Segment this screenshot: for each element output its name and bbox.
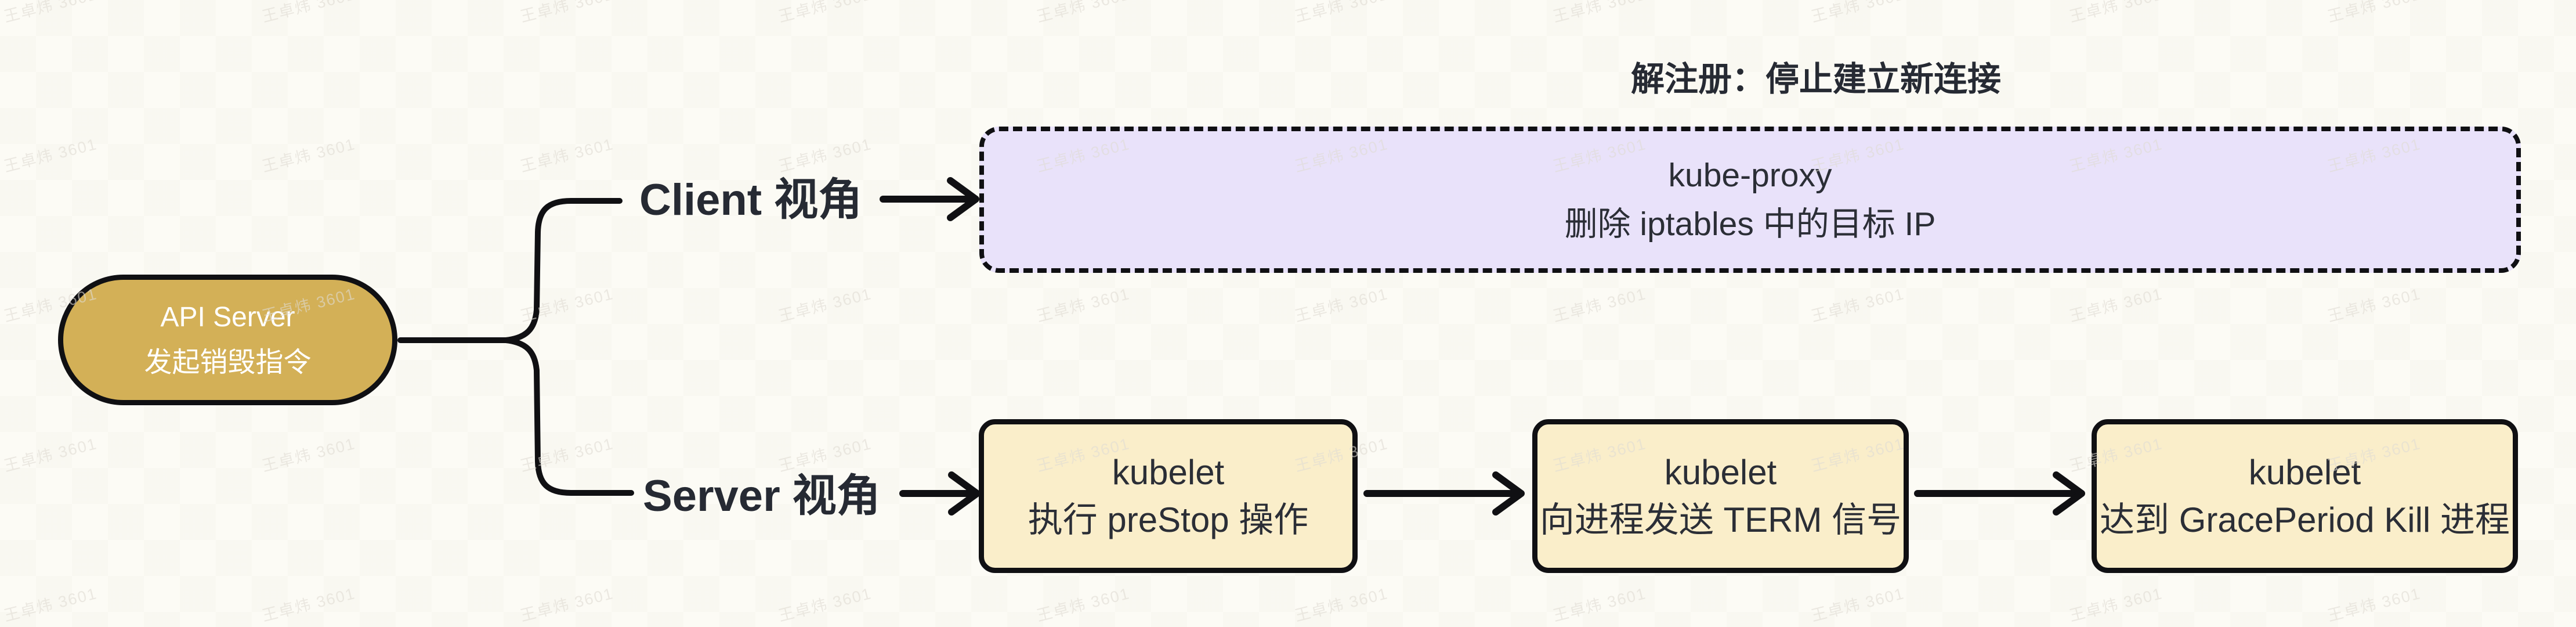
- node-kubelet-prestop: kubelet 执行 preStop 操作: [979, 419, 1358, 573]
- node-kubelet-prestop-line2: 执行 preStop 操作: [1027, 500, 1309, 539]
- arrowhead-step2-to-step3: [2053, 471, 2085, 516]
- connector-client-branch: [503, 198, 623, 343]
- node-kube-proxy: kube-proxy 删除 iptables 中的目标 IP: [979, 127, 2521, 273]
- node-kube-proxy-line2: 删除 iptables 中的目标 IP: [1564, 206, 1936, 243]
- node-kubelet-term-signal: kubelet 向进程发送 TERM 信号: [1532, 419, 1909, 573]
- node-api-server-line2: 发起销毁指令: [144, 347, 312, 378]
- arrowhead-step1-to-step2: [1492, 471, 1525, 516]
- node-kube-proxy-line1: kube-proxy: [1668, 157, 1832, 194]
- branch-label-server: Server 视角: [643, 471, 881, 521]
- arrowhead-client-to-kubeproxy: [947, 177, 979, 221]
- node-kubelet-graceperiod-kill: kubelet 达到 GracePeriod Kill 进程: [2092, 419, 2518, 573]
- connector-server-branch: [503, 337, 634, 496]
- branch-label-client: Client 视角: [639, 175, 863, 225]
- node-kubelet-term-signal-line1: kubelet: [1664, 452, 1777, 492]
- client-annotation: 解注册：停止建立新连接: [1630, 60, 2001, 98]
- node-kubelet-term-signal-line2: 向进程发送 TERM 信号: [1539, 500, 1902, 539]
- node-kubelet-prestop-line1: kubelet: [1112, 452, 1225, 492]
- node-kubelet-graceperiod-kill-line1: kubelet: [2248, 452, 2361, 492]
- node-api-server: API Server 发起销毁指令: [58, 275, 397, 405]
- arrowhead-server-to-step1: [948, 471, 981, 516]
- node-api-server-line1: API Server: [160, 301, 295, 333]
- node-kubelet-graceperiod-kill-line2: 达到 GracePeriod Kill 进程: [2100, 500, 2510, 539]
